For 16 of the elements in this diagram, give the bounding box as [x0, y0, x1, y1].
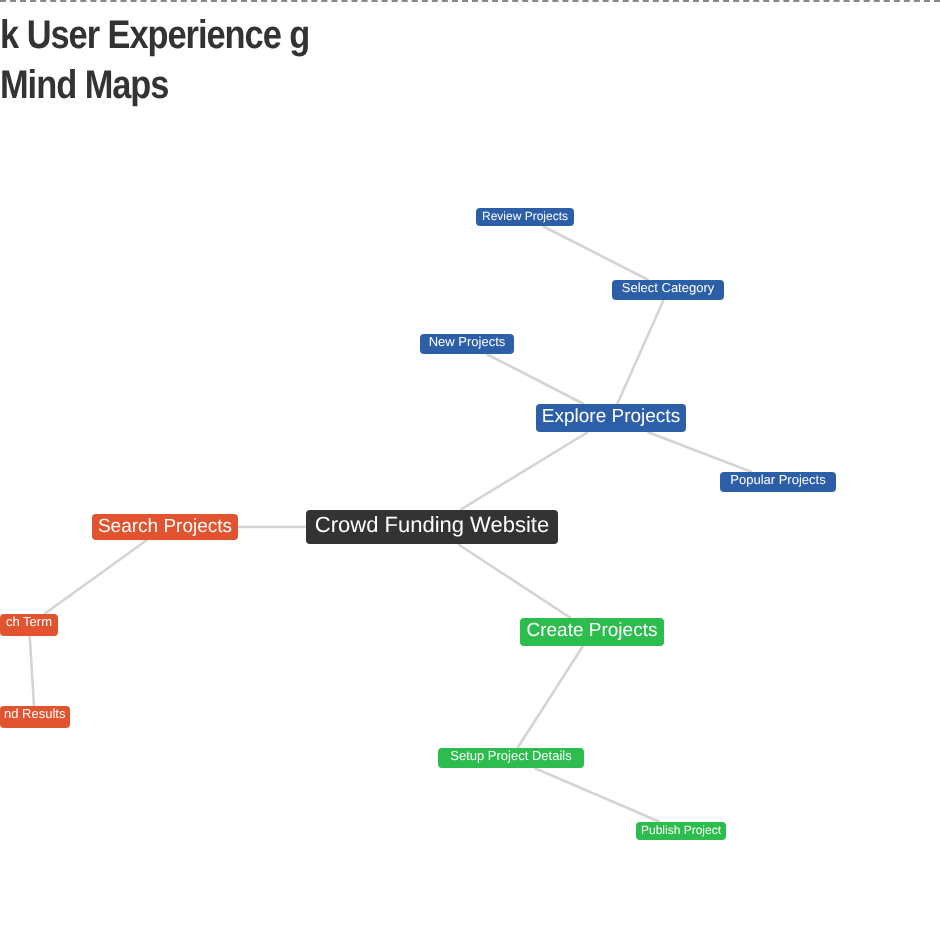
connector-line: [516, 645, 585, 749]
connector-line: [485, 352, 585, 406]
connector-line: [533, 766, 661, 824]
connector-line: [647, 430, 753, 474]
connector-line: [238, 525, 306, 529]
connector-line: [459, 430, 589, 512]
mind-map-node: Explore Projects: [536, 404, 686, 432]
mind-map-node: Create Projects: [520, 618, 664, 646]
mind-map-node: Crowd Funding Website: [306, 510, 558, 544]
mind-map-node: Search Projects: [92, 514, 238, 540]
title: k User Experience g Mind Maps: [0, 12, 312, 112]
connector-line: [457, 542, 572, 620]
connector-line: [616, 299, 665, 405]
connector-line: [542, 224, 649, 282]
connector-line: [28, 635, 36, 707]
connector-line: [43, 538, 148, 616]
